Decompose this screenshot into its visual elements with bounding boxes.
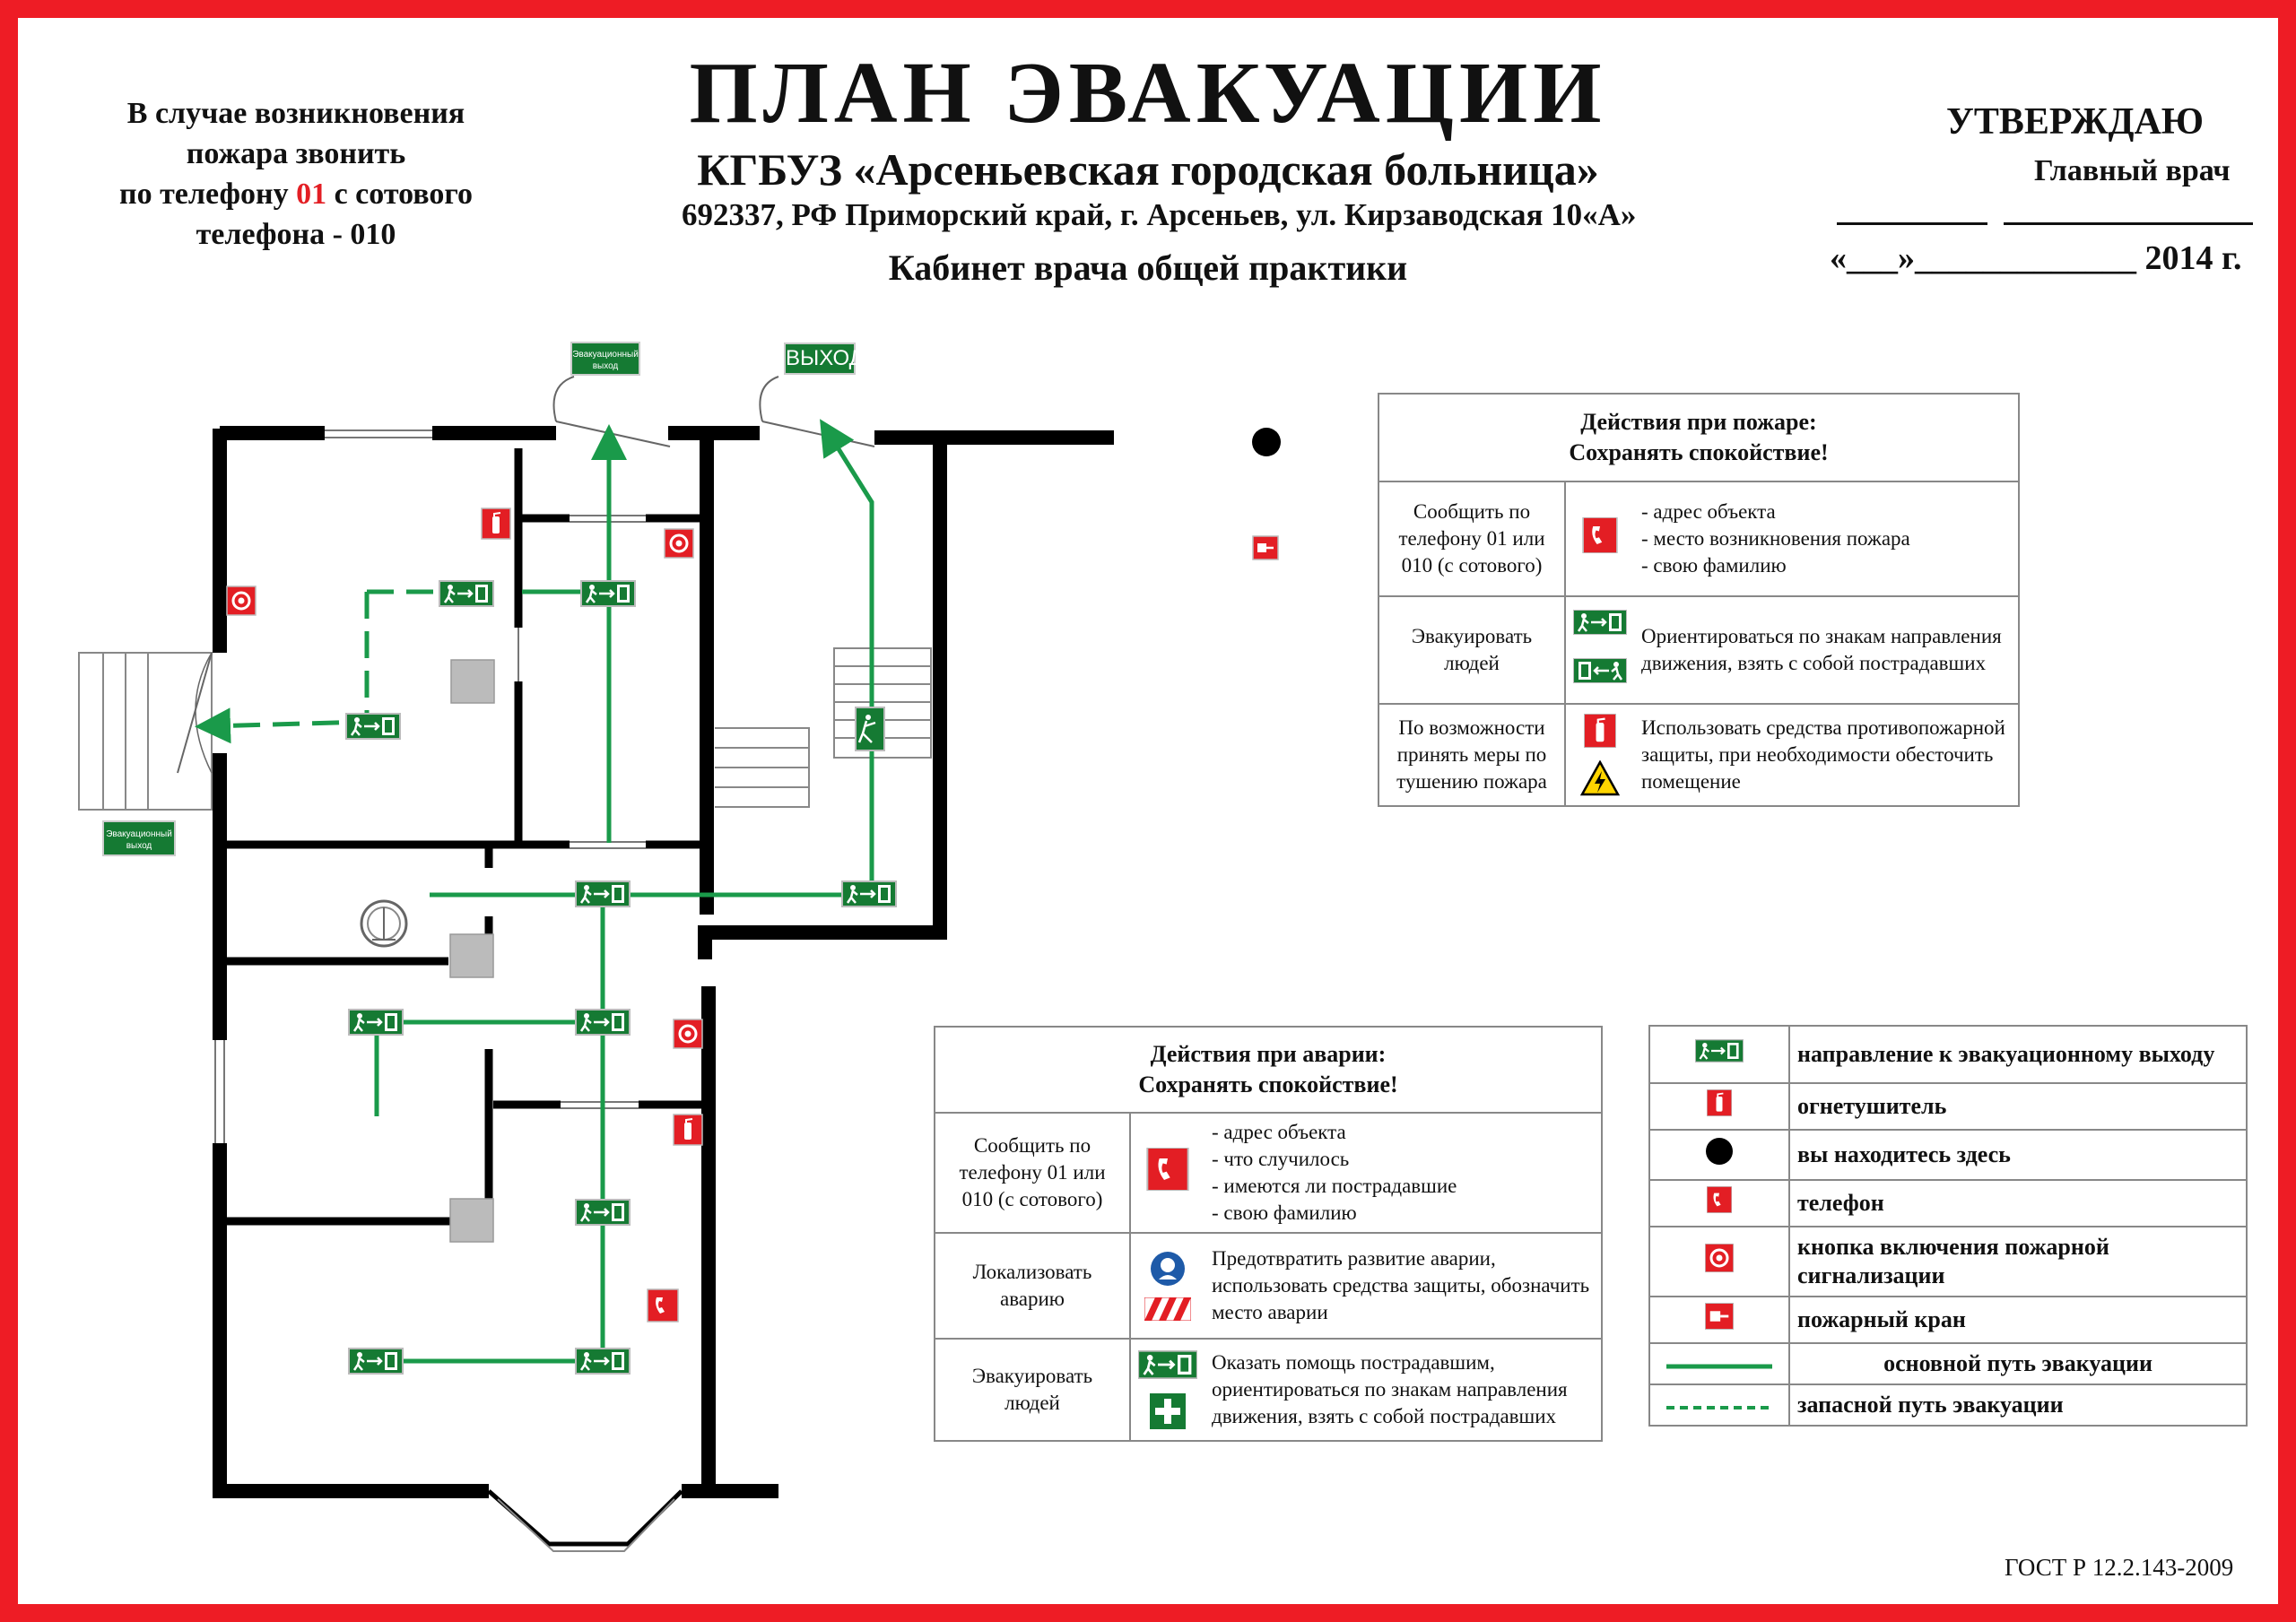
evac-direction-sign <box>1571 656 1629 685</box>
legend-item: запасной путь эвакуации <box>1648 1383 2248 1427</box>
phone-notice-line2: пожара звонить <box>186 137 406 170</box>
legend-item: пожарный кран <box>1648 1296 2248 1344</box>
right-stair <box>833 647 932 759</box>
you-are-here-dot <box>1706 1138 1733 1165</box>
column <box>450 659 495 704</box>
evac-direction-sign <box>347 1347 404 1375</box>
phone-notice-line3: по телефону 01 с сотового <box>119 178 473 211</box>
interior-walls <box>224 448 701 1226</box>
evac-direction-sign <box>344 712 402 741</box>
evac-direction-sign <box>574 880 631 908</box>
fire-alarm-button-icon <box>225 585 257 617</box>
exit-sign: ВЫХОД <box>784 343 864 375</box>
legend-item: направление к эвакуационному выходу <box>1648 1025 2248 1084</box>
middle-stair <box>715 727 810 808</box>
name-line <box>2004 222 2253 225</box>
evac-exit-sign-left: Эвакуационный выход <box>102 820 176 856</box>
fire-extinguisher-icon <box>673 1114 703 1146</box>
evac-direction-sign <box>579 579 637 608</box>
evac-exit-sign-top: Эвакуационный выход <box>570 342 640 376</box>
phone-icon <box>1582 516 1618 554</box>
table-row: Сообщить по телефону 01 или 010 (с сотов… <box>1378 481 2020 597</box>
reserve-route-line <box>1666 1406 1772 1409</box>
fire-extinguisher-icon <box>481 507 511 540</box>
main-route-line <box>1666 1364 1772 1369</box>
accident-actions-table: Действия при аварии: Сохранять спокойств… <box>934 1026 1603 1442</box>
fire-alarm-button-icon <box>663 527 695 559</box>
signature-line <box>1837 222 1987 225</box>
fire-extinguisher-icon <box>1583 712 1617 750</box>
accident-table-header2: Сохранять спокойствие! <box>1138 1071 1398 1097</box>
fire-extinguisher-icon <box>1706 1089 1733 1117</box>
table-row: Эвакуировать людей Оказать помощь постра… <box>934 1338 1603 1442</box>
evac-direction-sign <box>574 1347 631 1375</box>
evac-direction-sign <box>1136 1349 1199 1380</box>
fire-alarm-button-icon <box>672 1018 704 1050</box>
plan-title: ПЛАН ЭВАКУАЦИИ <box>689 45 1607 142</box>
stair-evac-sign <box>855 707 885 751</box>
column <box>449 933 494 978</box>
fire-table-header1: Действия при пожаре: <box>1580 409 1817 435</box>
fire-phone-number: 01 <box>296 178 327 211</box>
phone-notice-line4: телефона - 010 <box>196 218 396 251</box>
room-name: Кабинет врача общей практики <box>888 247 1408 288</box>
bay-window <box>487 1489 683 1547</box>
fire-actions-table: Действия при пожаре: Сохранять спокойств… <box>1378 393 2020 807</box>
you-are-here-dot <box>1252 428 1281 456</box>
phone-notice: В случае возникновения пожара звонить по… <box>81 93 511 255</box>
table-row: По возможности принять меры по тушению п… <box>1378 703 2020 807</box>
sink-icon <box>360 899 408 948</box>
legend-item: кнопка включения пожарной сигнализации <box>1648 1226 2248 1297</box>
chief-doctor-label: Главный врач <box>2034 154 2231 187</box>
legend-table: направление к эвакуационному выходу огне… <box>1648 1025 2248 1427</box>
gost-standard: ГОСТ Р 12.2.143-2009 <box>2005 1554 2234 1581</box>
phone-icon <box>647 1288 679 1323</box>
high-voltage-warning-icon <box>1580 760 1620 796</box>
legend-item: основной путь эвакуации <box>1648 1342 2248 1385</box>
protective-equipment-icon <box>1151 1252 1185 1286</box>
fire-table-header2: Сохранять спокойствие! <box>1569 439 1829 465</box>
left-stair <box>78 652 213 811</box>
evac-direction-sign <box>347 1008 404 1037</box>
thin-partitions <box>214 429 646 1143</box>
evac-direction-sign <box>574 1008 631 1037</box>
fire-hydrant-icon <box>1703 1301 1735 1331</box>
approve-label: УТВЕРЖДАЮ <box>1946 101 2205 143</box>
table-row: Локализовать аварию Предотвратить развит… <box>934 1232 1603 1340</box>
left-door-leaf <box>177 652 213 774</box>
table-row: Сообщить по телефону 01 или 010 (с сотов… <box>934 1112 1603 1234</box>
evac-direction-sign <box>438 579 495 608</box>
outer-walls <box>213 426 1114 1498</box>
phone-notice-line1: В случае возникновения <box>126 97 465 130</box>
legend-item: телефон <box>1648 1179 2248 1227</box>
approval-date: «___»_____________ 2014 г. <box>1830 239 2242 277</box>
address: 692337, РФ Приморский край, г. Арсеньев,… <box>682 197 1637 232</box>
first-aid-icon <box>1150 1393 1186 1429</box>
accident-table-header1: Действия при аварии: <box>1150 1041 1387 1067</box>
phone-icon <box>1146 1147 1189 1192</box>
legend-item: вы находитесь здесь <box>1648 1129 2248 1181</box>
table-row: Эвакуировать людей Ориентироваться по зн… <box>1378 595 2020 705</box>
phone-icon <box>1706 1185 1733 1214</box>
evac-direction-sign <box>574 1198 631 1227</box>
fire-hydrant-icon <box>1251 534 1280 561</box>
organization-name: КГБУЗ «Арсеньевская городская больница» <box>697 144 1599 195</box>
evac-direction-sign <box>1571 608 1629 637</box>
column <box>449 1198 494 1243</box>
legend-item: огнетушитель <box>1648 1082 2248 1131</box>
fire-alarm-button-icon <box>1703 1242 1735 1274</box>
evac-direction-sign <box>1693 1038 1745 1063</box>
hazard-stripes-icon <box>1144 1297 1191 1321</box>
evac-direction-sign <box>840 880 898 908</box>
